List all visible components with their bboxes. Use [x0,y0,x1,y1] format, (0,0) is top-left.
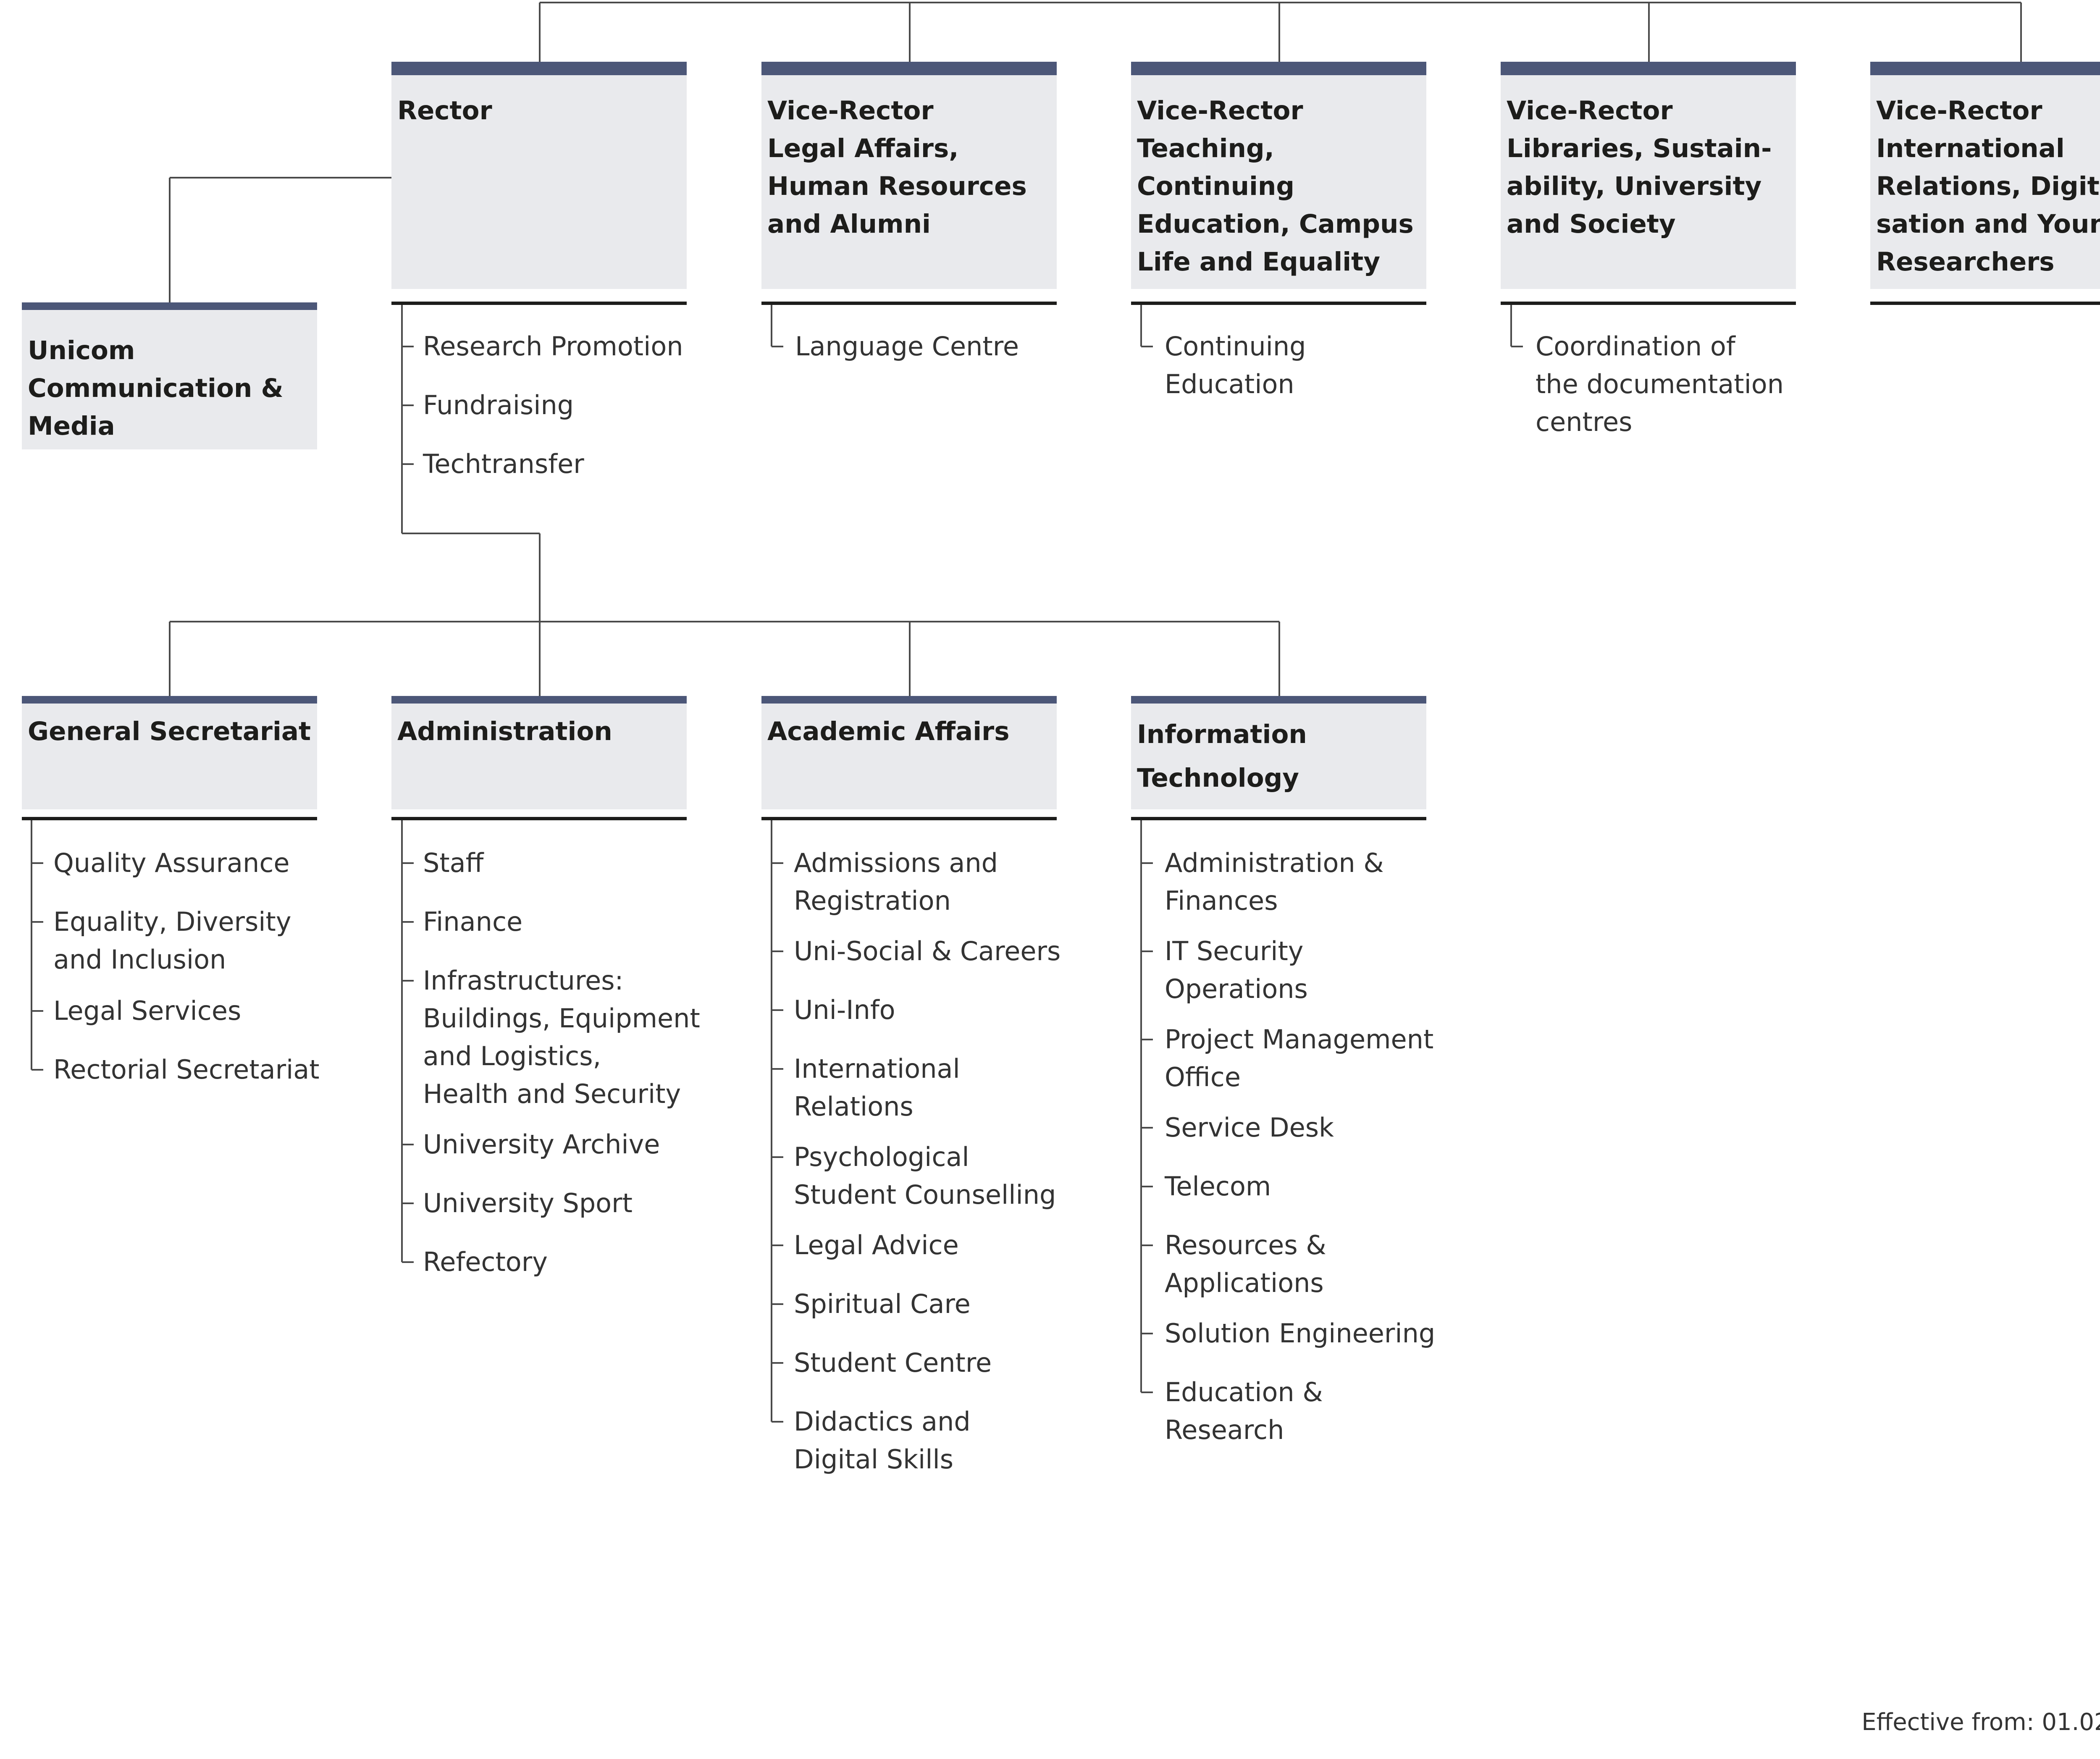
unit-coordination-documentation: Coordination of the documentation centre… [1536,331,1784,437]
box-underline [391,817,687,820]
box-underline [1131,302,1426,305]
box-general-secretariat: General Secretariat [22,696,317,809]
box-academic-affairs: Academic Affairs [761,696,1057,809]
box-title-unicom: Unicom Communication & Media [28,336,284,441]
box-title-vice-rector-legal: Vice-Rector Legal Affairs, Human Resourc… [767,96,1027,239]
box-title-information-technology: Information Technology [1137,719,1307,793]
box-title-vice-rector-teaching: Vice-Rector Teaching, Continuing Educati… [1137,96,1414,277]
unit-international-relations: International Relations [794,1053,960,1122]
unit-legal-services: Legal Services [53,995,242,1026]
box-title-general-secretariat: General Secretariat [28,717,311,746]
unit-admissions: Admissions and Registration [794,848,998,916]
box-underline [391,302,687,305]
box-title-administration: Administration [397,717,612,746]
unit-resources-applications: Resources & Applications [1165,1230,1326,1298]
box-vice-rector-libraries: Vice-Rector Libraries, Sustain- ability,… [1501,62,1796,289]
unit-university-sport: University Sport [423,1188,633,1218]
unit-solution-engineering: Solution Engineering [1165,1318,1436,1349]
unit-equality-diversity: Equality, Diversity and Inclusion [53,906,291,975]
unit-student-centre: Student Centre [794,1347,992,1378]
unit-techtransfer: Techtransfer [423,449,584,479]
unit-finance: Finance [423,906,523,937]
box-vice-rector-legal: Vice-Rector Legal Affairs, Human Resourc… [761,62,1057,289]
unit-uni-social: Uni-Social & Careers [794,936,1061,966]
box-underline [1131,817,1426,820]
box-unicom: Unicom Communication & Media [22,302,317,449]
unit-spiritual-care: Spiritual Care [794,1289,971,1319]
unit-quality-assurance: Quality Assurance [53,848,290,878]
box-administration: Administration [391,696,687,809]
box-vice-rector-teaching: Vice-Rector Teaching, Continuing Educati… [1131,62,1426,289]
unit-rectorial-secretariat: Rectorial Secretariat [53,1054,320,1085]
box-rector: Rector [391,62,687,289]
unit-research-promotion: Research Promotion [423,331,683,362]
box-title-vice-rector-libraries: Vice-Rector Libraries, Sustain- ability,… [1507,96,1772,239]
box-underline [761,302,1057,305]
box-title-rector: Rector [397,96,492,126]
box-title-academic-affairs: Academic Affairs [767,717,1010,746]
unit-legal-advice: Legal Advice [794,1230,959,1260]
unit-refectory: Refectory [423,1247,548,1277]
unit-project-management: Project Management Office [1165,1024,1434,1092]
unit-psychological-counselling: Psychological Student Counselling [794,1142,1056,1210]
unit-university-archive: University Archive [423,1129,660,1160]
unit-it-administration: Administration & Finances [1165,848,1384,916]
box-vice-rector-international: Vice-Rector International Relations, Dig… [1870,62,2100,289]
unit-language-centre: Language Centre [795,331,1019,362]
unit-telecom: Telecom [1165,1171,1271,1202]
unit-uni-info: Uni-Info [794,995,895,1025]
box-underline [1501,302,1796,305]
unit-it-security: IT Security Operations [1165,936,1308,1004]
box-title-vice-rector-international: Vice-Rector International Relations, Dig… [1876,96,2100,277]
unit-continuing-education: Continuing Education [1165,331,1306,399]
unit-didactics: Didactics and Digital Skills [794,1406,971,1475]
box-underline [22,817,317,820]
unit-infrastructures: Infrastructures: Buildings, Equipment an… [423,965,700,1109]
box-underline [761,817,1057,820]
unit-fundraising: Fundraising [423,390,574,420]
box-information-technology: Information Technology [1131,696,1426,809]
effective-date: Effective from: 01.02.2025 [1861,1709,2100,1736]
unit-staff: Staff [423,848,484,878]
unit-service-desk: Service Desk [1165,1112,1334,1143]
box-underline [1870,302,2100,305]
unit-education-research: Education & Research [1165,1377,1323,1445]
